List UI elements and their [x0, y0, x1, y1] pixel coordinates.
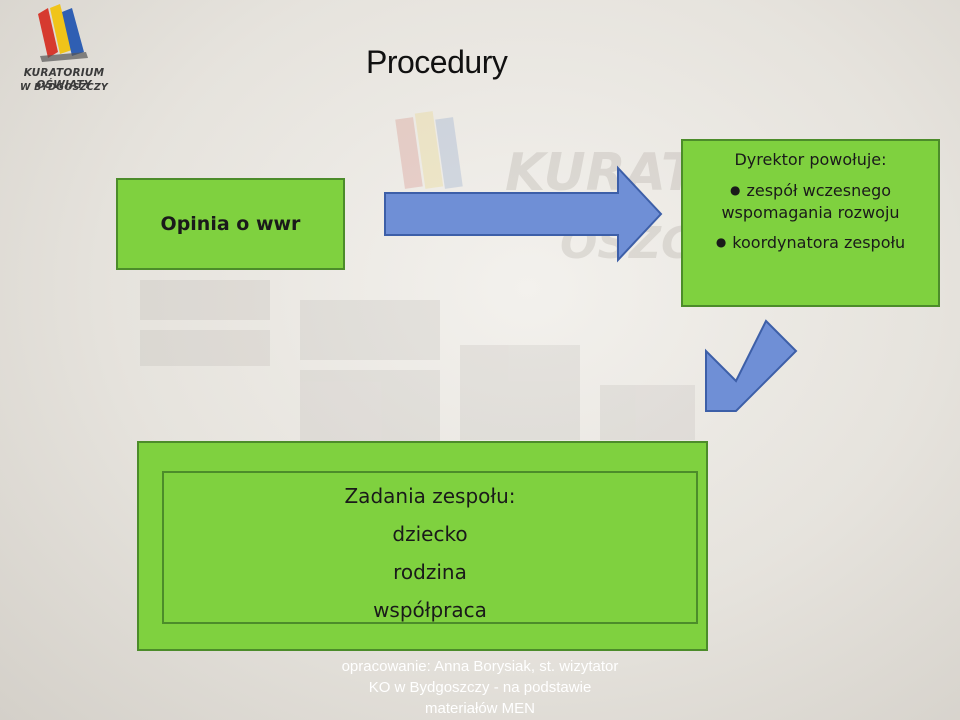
- zadania-item: rodzina: [393, 560, 467, 584]
- dyrektor-heading: Dyrektor powołuje:: [734, 150, 887, 169]
- slide-title: Procedury: [366, 44, 508, 80]
- books-logo-icon: [38, 4, 88, 62]
- kuratorium-logo: KURATORIUM OŚWIATY W BYDGOSZCZY: [0, 0, 130, 110]
- zadania-box: Zadania zespołu: dziecko rodzina współpr…: [137, 441, 708, 651]
- logo-text-line2: W BYDGOSZCZY: [19, 82, 109, 93]
- logo-text-line1: KURATORIUM OŚWIATY: [23, 67, 105, 91]
- footer-line: materiałów MEN: [424, 700, 536, 717]
- dyrektor-box: Dyrektor powołuje: ●zespół wczesnego wsp…: [681, 139, 940, 307]
- zadania-item: współpraca: [373, 598, 487, 622]
- zadania-heading: Zadania zespołu:: [344, 484, 516, 508]
- dyrektor-list-item: ●zespół wczesnego wspomagania rozwoju: [683, 179, 938, 224]
- opinia-box: Opinia o wwr: [116, 178, 345, 270]
- bullet-icon: ●: [729, 183, 741, 197]
- dyrektor-item-text: zespół wczesnego wspomagania rozwoju: [721, 181, 900, 222]
- opinia-label: Opinia o wwr: [160, 213, 301, 235]
- footer-line: opracowanie: Anna Borysiak, st. wizytato…: [341, 658, 619, 675]
- dyrektor-item-text: koordynatora zespołu: [732, 233, 906, 252]
- zadania-item: dziecko: [392, 522, 468, 546]
- dyrektor-list: ●zespół wczesnego wspomagania rozwoju ●k…: [683, 179, 938, 254]
- zadania-inner-frame: Zadania zespołu: dziecko rodzina współpr…: [162, 471, 698, 624]
- bullet-icon: ●: [715, 235, 727, 249]
- footer-line: KO w Bydgoszczy - na podstawie: [368, 679, 592, 696]
- dyrektor-list-item: ● koordynatora zespołu: [683, 231, 938, 254]
- footer-credits: opracowanie: Anna Borysiak, st. wizytato…: [300, 656, 660, 719]
